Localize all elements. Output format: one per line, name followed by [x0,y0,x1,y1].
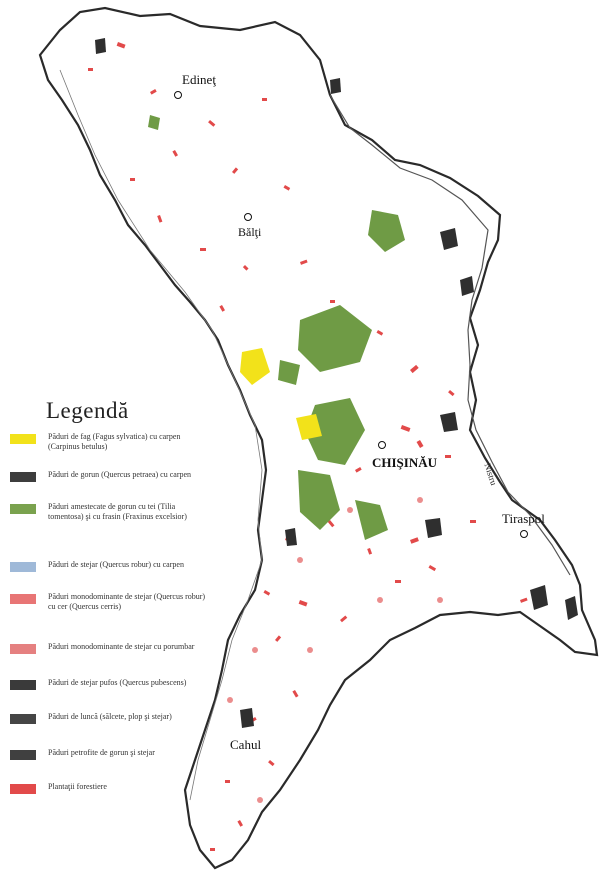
nistru-river [329,94,571,576]
dark-forest-patches [95,38,578,728]
legend-item-beech: Păduri de fag (Fagus sylvatica) cu carpe… [10,432,206,452]
legend-label: Păduri monodominante de stejar (Quercus … [48,592,206,611]
tiraspol-marker [520,530,528,538]
legend-swatch [10,644,36,654]
legend-label: Păduri de luncă (sălcete, plop şi stejar… [48,712,172,721]
legend-item-plantations: Plantaţii forestiere [10,782,206,794]
legend-swatch [10,594,36,604]
legend-item-oak-blackthorn: Păduri monodominante de stejar cu porumb… [10,642,206,654]
legend-label: Păduri de stejar pufos (Quercus pubescen… [48,678,187,687]
legend-label: Păduri petrofite de gorun şi stejar [48,748,155,757]
legend-swatch [10,750,36,760]
edinet-marker [174,91,182,99]
city-label-cahul: Cahul [230,737,262,752]
legend-item-pedunculate-oak: Păduri de stejar (Quercus robur) cu carp… [10,560,206,572]
legend-item-mixed-oak: Păduri amestecate de gorun cu tei (Tilia… [10,502,206,522]
legend-item-petrophyte: Păduri petrofite de gorun şi stejar [10,748,206,760]
legend-swatch [10,434,36,444]
legend-label: Păduri de fag (Fagus sylvatica) cu carpe… [48,432,181,451]
balti-marker [244,213,252,221]
legend-swatch [10,562,36,572]
legend-swatch [10,680,36,690]
legend-item-downy-oak: Păduri de stejar pufos (Quercus pubescen… [10,678,206,690]
beech-forest-patches [240,348,322,440]
legend-item-sessile-oak: Păduri de gorun (Quercus petraea) cu car… [10,470,206,482]
legend-item-floodplain: Păduri de luncă (sălcete, plop şi stejar… [10,712,206,724]
prut-river [59,69,263,801]
city-label-balti: Bălţi [238,225,262,239]
legend-label: Păduri amestecate de gorun cu tei (Tilia… [48,502,187,521]
legend-swatch [10,504,36,514]
city-label-chisinau: CHIŞINĂU [372,455,438,470]
legend-swatch [10,784,36,794]
legend-swatch [10,472,36,482]
legend-label: Păduri de stejar (Quercus robur) cu carp… [48,560,184,569]
forest-plantations [88,42,528,851]
chisinau-marker [378,441,386,449]
map-legend: Legendă Păduri de fag (Fagus sylvatica) … [10,398,210,794]
legend-label: Plantaţii forestiere [48,782,107,791]
mixed-forest-patches [148,115,405,540]
legend-label: Păduri de gorun (Quercus petraea) cu car… [48,470,192,479]
city-label-tiraspol: Tiraspol [502,511,545,526]
legend-swatch [10,714,36,724]
legend-title: Legendă [46,398,129,423]
legend-label: Păduri monodominante de stejar cu porumb… [48,642,195,651]
legend-item-oak-cerris: Păduri monodominante de stejar (Quercus … [10,592,206,612]
city-label-edinet: Edineţ [182,72,216,87]
